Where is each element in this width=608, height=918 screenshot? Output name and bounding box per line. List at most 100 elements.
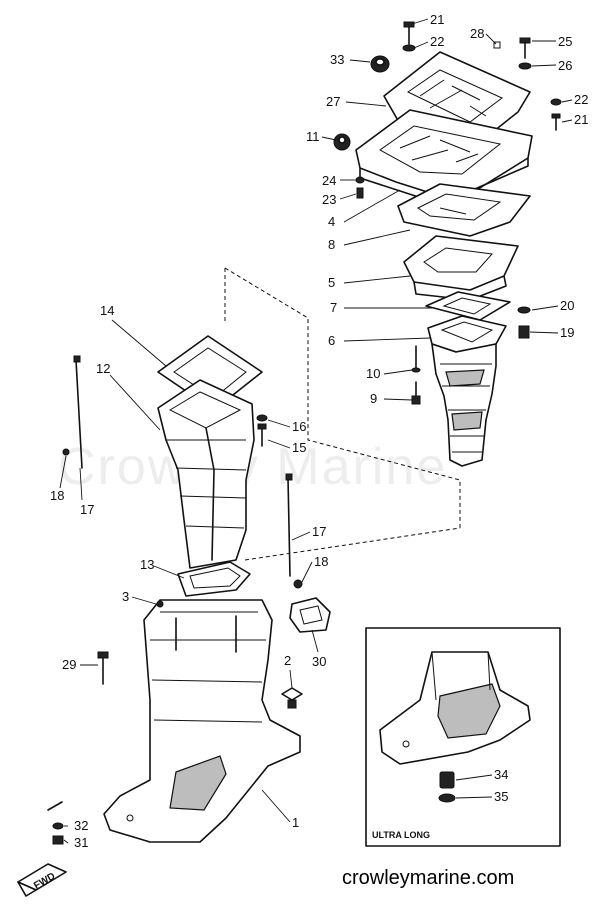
leader-line bbox=[59, 455, 67, 489]
exhaust-guide-4 bbox=[355, 109, 533, 205]
bolt-21-right bbox=[551, 113, 561, 131]
leader-line bbox=[561, 99, 573, 103]
washer-22-right bbox=[550, 98, 562, 106]
bolt-9 bbox=[411, 381, 421, 405]
callout-22: 22 bbox=[430, 34, 444, 49]
leader-line bbox=[455, 796, 493, 799]
callout-11: 11 bbox=[306, 129, 320, 144]
callout-21: 21 bbox=[574, 112, 588, 127]
callout-13: 13 bbox=[140, 557, 154, 572]
inset-frame bbox=[365, 627, 561, 847]
callout-34: 34 bbox=[494, 767, 508, 782]
leader-line bbox=[289, 669, 293, 689]
callout-1: 1 bbox=[292, 815, 299, 830]
seal-18-left bbox=[62, 448, 70, 456]
leader-line bbox=[343, 275, 411, 284]
callout-23: 23 bbox=[322, 192, 336, 207]
leader-line bbox=[267, 439, 291, 449]
callout-20: 20 bbox=[560, 298, 574, 313]
alignment-guide bbox=[224, 267, 461, 561]
callout-24: 24 bbox=[322, 173, 336, 188]
bolt-21-top bbox=[403, 21, 415, 45]
leader-line bbox=[311, 629, 319, 653]
dowel-28 bbox=[493, 41, 501, 49]
washer-10-ring bbox=[411, 367, 421, 373]
washer-26 bbox=[518, 62, 532, 70]
rubber-seal-13 bbox=[177, 561, 251, 597]
leader-line bbox=[267, 419, 291, 428]
callout-10: 10 bbox=[366, 366, 380, 381]
plug-3 bbox=[156, 600, 164, 608]
callout-28: 28 bbox=[470, 26, 484, 41]
gasket-8 bbox=[397, 183, 531, 237]
pin-23 bbox=[356, 187, 364, 199]
leader-line bbox=[261, 789, 291, 823]
washer-32 bbox=[52, 822, 64, 830]
leader-line bbox=[455, 774, 493, 781]
leader-line bbox=[531, 64, 557, 67]
callout-29: 29 bbox=[62, 657, 76, 672]
callout-12: 12 bbox=[96, 361, 110, 376]
bolt-25 bbox=[519, 37, 531, 59]
bolt-16 bbox=[256, 414, 268, 422]
exhaust-manifold-5 bbox=[403, 235, 519, 301]
inset-caption: ULTRA LONG bbox=[372, 830, 430, 840]
leader-line bbox=[413, 41, 429, 49]
leader-line bbox=[153, 565, 185, 579]
cover-30 bbox=[289, 597, 331, 633]
leader-line bbox=[383, 398, 413, 401]
callout-2: 2 bbox=[284, 653, 291, 668]
leader-line bbox=[411, 18, 429, 25]
leader-line bbox=[383, 369, 413, 375]
callout-31: 31 bbox=[74, 835, 88, 850]
callout-26: 26 bbox=[558, 58, 572, 73]
callout-18: 18 bbox=[50, 488, 64, 503]
fwd-arrow-icon: FWD bbox=[17, 863, 67, 897]
bolt-19 bbox=[518, 325, 530, 339]
callout-4: 4 bbox=[328, 214, 335, 229]
leader-line bbox=[339, 193, 357, 200]
grommet-33 bbox=[370, 55, 390, 73]
inset-lower-casing bbox=[379, 651, 531, 765]
exhaust-pipe-6 bbox=[427, 315, 507, 467]
callout-5: 5 bbox=[328, 275, 335, 290]
leader-line bbox=[343, 337, 431, 342]
leader-lines bbox=[59, 18, 573, 844]
callout-25: 25 bbox=[558, 34, 572, 49]
leader-line bbox=[529, 331, 559, 334]
leader-line bbox=[321, 136, 337, 141]
nut-31 bbox=[52, 835, 64, 845]
callout-6: 6 bbox=[328, 333, 335, 348]
leader-line bbox=[111, 319, 167, 367]
washer-20 bbox=[517, 306, 531, 314]
washer-22-top bbox=[402, 44, 416, 52]
leader-line bbox=[485, 33, 497, 45]
callout-33: 33 bbox=[330, 52, 344, 67]
leader-line bbox=[291, 531, 311, 541]
anode-34 bbox=[439, 771, 455, 789]
dipstick-17-left bbox=[73, 355, 83, 469]
callout-16: 16 bbox=[292, 419, 306, 434]
callout-19: 19 bbox=[560, 325, 574, 340]
callout-18: 18 bbox=[314, 554, 328, 569]
callout-22: 22 bbox=[574, 92, 588, 107]
bolt-29 bbox=[97, 651, 109, 685]
bolt-15 bbox=[257, 423, 267, 447]
lower-casing-1 bbox=[103, 599, 301, 843]
callout-15: 15 bbox=[292, 440, 306, 455]
leader-line bbox=[109, 374, 161, 431]
leader-line bbox=[345, 101, 387, 107]
grommet-11 bbox=[333, 133, 351, 151]
lower-stud bbox=[47, 801, 63, 811]
leader-line bbox=[63, 839, 69, 844]
callout-32: 32 bbox=[74, 818, 88, 833]
callout-35: 35 bbox=[494, 789, 508, 804]
callout-30: 30 bbox=[312, 654, 326, 669]
washer-35 bbox=[438, 793, 456, 803]
callout-17: 17 bbox=[80, 502, 94, 517]
leader-line bbox=[349, 59, 371, 63]
leader-line bbox=[343, 189, 401, 223]
